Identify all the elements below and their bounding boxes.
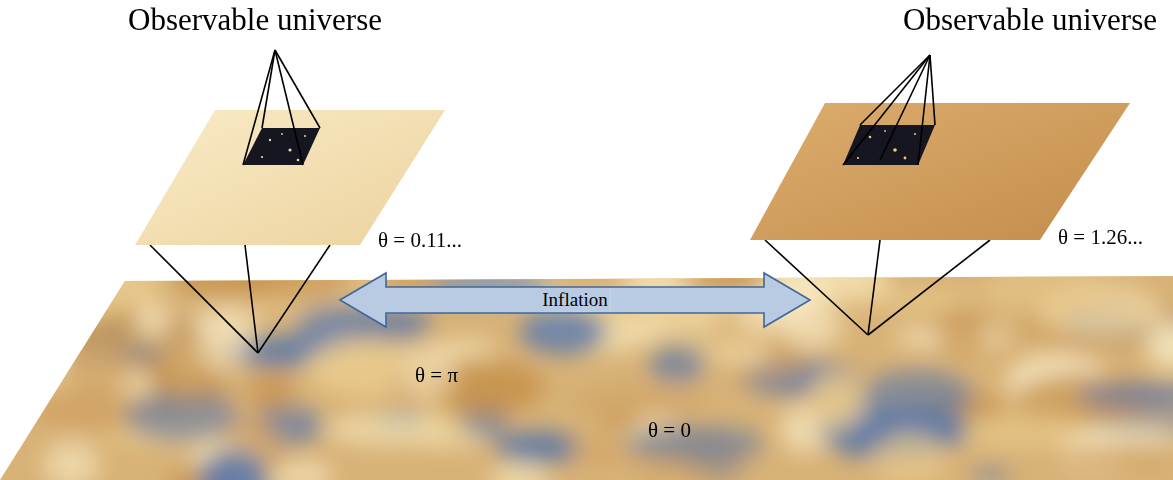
texture-blob	[134, 302, 171, 337]
texture-blob	[170, 242, 285, 299]
texture-blob	[199, 449, 268, 480]
view-pyramid	[843, 55, 935, 165]
texture-blob	[519, 308, 607, 355]
texture-blob	[626, 425, 766, 461]
texture-blob	[1147, 322, 1173, 369]
inflation-arrow	[340, 273, 810, 327]
texture-blob	[413, 430, 488, 449]
arrow-label: Inflation	[539, 289, 610, 311]
observable-region: Observable universe θ = 1.26...	[810, 0, 1173, 340]
texture-blob	[4, 252, 88, 296]
texture-blob	[872, 431, 947, 480]
texture-blob	[125, 390, 240, 442]
texture-blob	[1060, 446, 1173, 467]
texture-blob	[100, 257, 162, 303]
observable-region: Observable universeθ = 0.11...	[150, 0, 340, 340]
patch-region	[135, 110, 445, 245]
field-texture	[0, 242, 1173, 480]
texture-blob	[201, 315, 250, 369]
patch-region	[750, 103, 1130, 240]
projection-cone	[765, 240, 990, 335]
texture-blob	[971, 466, 1011, 480]
texture-blob	[568, 385, 709, 417]
texture-blob	[622, 265, 693, 289]
theta-value: θ = 0.11...	[378, 228, 462, 252]
texture-blob	[168, 363, 205, 398]
projection-cone	[150, 245, 330, 353]
theta-value: θ = π	[415, 363, 458, 387]
texture-blob	[936, 306, 988, 355]
theta-value: θ = 1.26...	[1058, 225, 1143, 249]
texture-blob	[43, 440, 100, 480]
galaxy-field	[243, 128, 320, 165]
texture-blob	[490, 462, 549, 480]
region-heading: Observable universe	[128, 2, 382, 38]
theta-value: θ = 0	[648, 418, 691, 442]
texture-blob	[861, 369, 972, 420]
texture-blob	[808, 371, 862, 430]
texture-blob	[648, 344, 706, 383]
texture-blob	[979, 266, 1113, 315]
texture-blob	[0, 312, 52, 329]
region-heading: Observable universe	[903, 2, 1157, 38]
texture-blob	[0, 285, 123, 323]
texture-blob	[496, 431, 577, 465]
texture-blob	[63, 339, 131, 395]
texture-blob	[272, 460, 334, 480]
view-pyramid	[243, 50, 320, 165]
texture-blob	[1075, 383, 1173, 406]
